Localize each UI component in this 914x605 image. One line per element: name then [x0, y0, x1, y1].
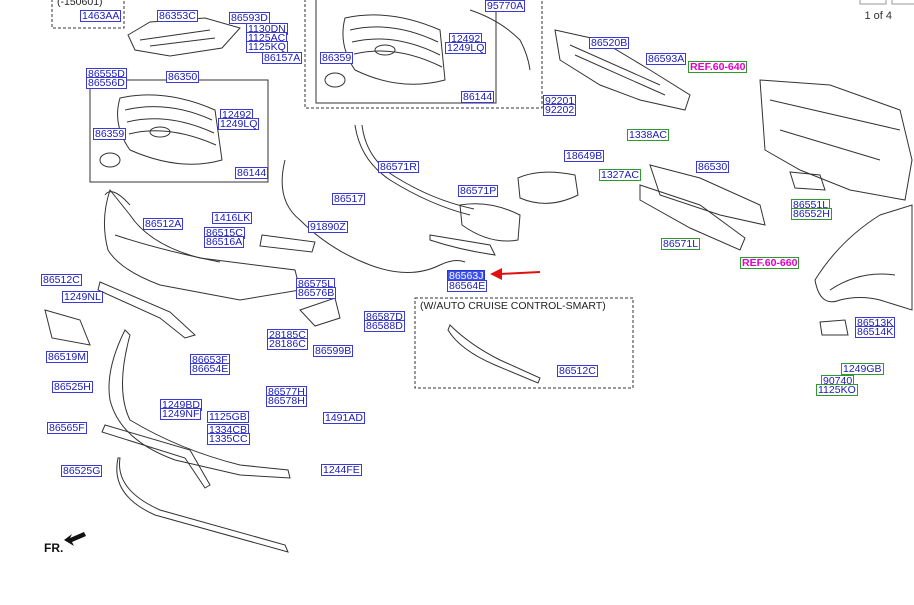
- part-label-86350[interactable]: 86350: [166, 71, 200, 83]
- part-label-86353c[interactable]: 86353C: [157, 10, 198, 22]
- pointer-arrow-icon: [490, 268, 541, 280]
- part-label-86556d[interactable]: 86556D: [86, 77, 127, 89]
- page-indicator: 1 of 4: [864, 10, 892, 22]
- part-label-86157a[interactable]: 86157A: [262, 52, 303, 64]
- part-label-86519m[interactable]: 86519M: [46, 351, 88, 363]
- part-label-1491ad[interactable]: 1491AD: [323, 412, 365, 424]
- part-label-86571r[interactable]: 86571R: [378, 161, 419, 173]
- part-label-86512c-option[interactable]: 86512C: [557, 365, 598, 377]
- front-marker: FR.: [44, 541, 64, 555]
- part-label-1249nf[interactable]: 1249NF: [160, 408, 202, 420]
- part-label-86571p[interactable]: 86571P: [458, 185, 499, 197]
- part-label-1335cc[interactable]: 1335CC: [207, 433, 250, 445]
- ref-link-60-660[interactable]: REF.60-660: [740, 257, 800, 269]
- part-label-1249lq-left[interactable]: 1249LQ: [218, 118, 260, 130]
- part-label-95770a[interactable]: 95770A: [485, 0, 526, 12]
- part-label-1338ac[interactable]: 1338AC: [627, 129, 669, 141]
- part-label-86588d[interactable]: 86588D: [364, 320, 405, 332]
- part-label-86512a[interactable]: 86512A: [143, 218, 184, 230]
- part-label-86512c[interactable]: 86512C: [41, 274, 82, 286]
- part-label-86514k[interactable]: 86514K: [855, 326, 896, 338]
- part-label-86530[interactable]: 86530: [696, 161, 730, 173]
- part-label-86564e[interactable]: 86564E: [447, 280, 488, 292]
- part-label-28186c[interactable]: 28186C: [267, 338, 308, 350]
- part-label-86516a[interactable]: 86516A: [204, 236, 245, 248]
- part-label-86599b[interactable]: 86599B: [313, 345, 354, 357]
- ref-link-60-640[interactable]: REF.60-640: [688, 61, 748, 73]
- part-label-86144-top[interactable]: 86144: [461, 91, 495, 103]
- part-label-91890z[interactable]: 91890Z: [308, 221, 348, 233]
- date-note: (-150601): [57, 0, 103, 8]
- part-label-1463aa[interactable]: 1463AA: [80, 10, 122, 22]
- part-label-86565f[interactable]: 86565F: [47, 422, 87, 434]
- part-label-1125ko[interactable]: 1125KO: [816, 384, 858, 396]
- part-label-86552h[interactable]: 86552H: [791, 208, 832, 220]
- part-label-1125gb[interactable]: 1125GB: [207, 411, 249, 423]
- part-label-1416lk[interactable]: 1416LK: [212, 212, 253, 224]
- part-label-92202[interactable]: 92202: [543, 104, 577, 116]
- part-label-86359-top[interactable]: 86359: [320, 52, 354, 64]
- part-label-18649b[interactable]: 18649B: [564, 150, 605, 162]
- part-label-86654e[interactable]: 86654E: [190, 363, 231, 375]
- part-label-1249nl[interactable]: 1249NL: [62, 291, 103, 303]
- part-label-86359-left[interactable]: 86359: [93, 128, 127, 140]
- part-label-1244fe[interactable]: 1244FE: [321, 464, 362, 476]
- part-label-86576b[interactable]: 86576B: [296, 287, 337, 299]
- part-label-86525g[interactable]: 86525G: [61, 465, 103, 477]
- part-label-86571l[interactable]: 86571L: [661, 238, 701, 250]
- front-direction-arrow-icon: [64, 532, 86, 546]
- part-label-86578h[interactable]: 86578H: [266, 395, 307, 407]
- part-label-1249gb[interactable]: 1249GB: [841, 363, 884, 375]
- option-note: (W/AUTO CRUISE CONTROL-SMART): [420, 300, 606, 312]
- part-label-86520b[interactable]: 86520B: [589, 37, 630, 49]
- part-label-86144-left[interactable]: 86144: [235, 167, 269, 179]
- part-label-1249lq-top[interactable]: 1249LQ: [445, 42, 487, 54]
- part-label-86593a[interactable]: 86593A: [646, 53, 687, 65]
- part-label-86525h[interactable]: 86525H: [52, 381, 93, 393]
- part-label-1327ac[interactable]: 1327AC: [599, 169, 641, 181]
- part-label-86517[interactable]: 86517: [332, 193, 366, 205]
